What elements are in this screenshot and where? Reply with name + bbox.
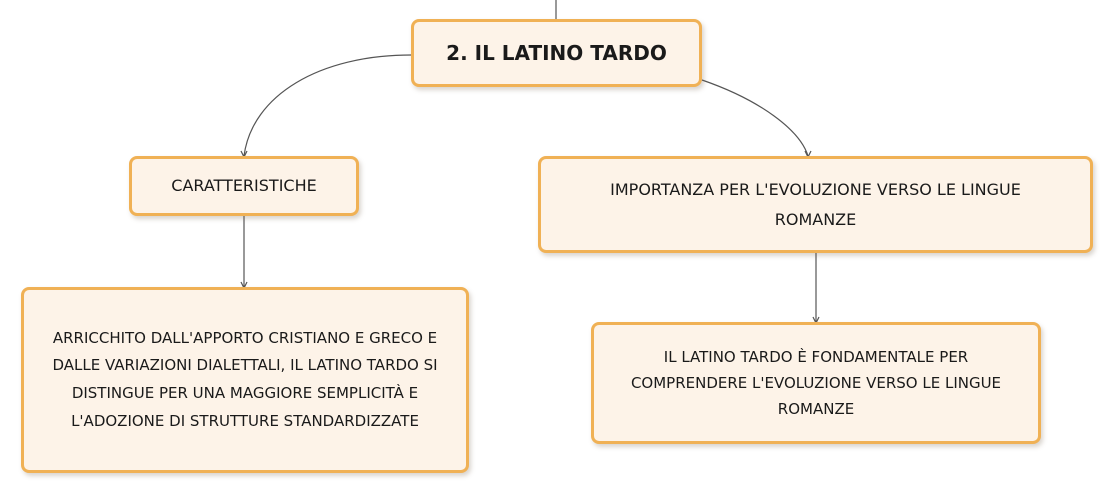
- caratteristiche-description-text: ARRICCHITO DALL'APPORTO CRISTIANO E GREC…: [52, 328, 438, 430]
- importanza-description-text: IL LATINO TARDO È FONDAMENTALE PER COMPR…: [630, 347, 1002, 419]
- caratteristiche-node[interactable]: CARATTERISTICHE: [129, 156, 359, 216]
- connector-root-to-caratteristiche: [243, 54, 412, 157]
- root-topic-node[interactable]: 2. IL LATINO TARDO: [411, 19, 702, 87]
- importanza-node[interactable]: IMPORTANZA PER L'EVOLUZIONE VERSO LE LIN…: [538, 156, 1093, 253]
- connector-root-to-importanza: [701, 79, 809, 157]
- caratteristiche-label: CARATTERISTICHE: [171, 175, 317, 195]
- importanza-description-node[interactable]: IL LATINO TARDO È FONDAMENTALE PER COMPR…: [591, 322, 1041, 444]
- root-topic-label: 2. IL LATINO TARDO: [446, 40, 667, 65]
- importanza-label: IMPORTANZA PER L'EVOLUZIONE VERSO LE LIN…: [610, 179, 1021, 229]
- caratteristiche-description-node[interactable]: ARRICCHITO DALL'APPORTO CRISTIANO E GREC…: [21, 287, 469, 473]
